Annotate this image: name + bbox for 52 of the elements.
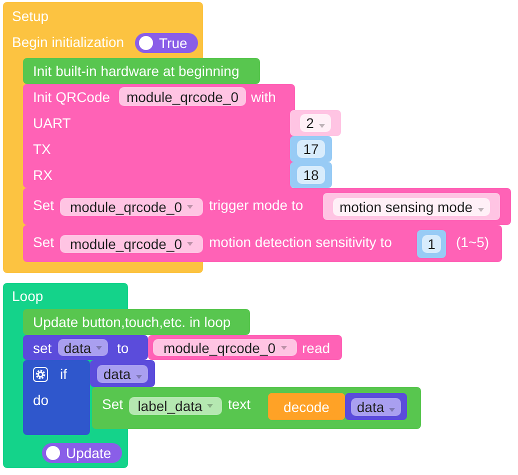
value-block [290, 110, 341, 136]
value-field: 1 [422, 235, 442, 253]
block-label: do [33, 392, 49, 408]
if-block [23, 360, 90, 435]
dropdown-field: module_qrcode_0 [60, 235, 203, 253]
value-block [417, 230, 446, 258]
variable-block [90, 360, 155, 387]
block-label: trigger mode to [209, 197, 304, 213]
dropdown-field: module_qrcode_0 [153, 339, 297, 356]
block-label: set [33, 340, 52, 356]
block-label: to [117, 340, 129, 356]
block-label: Setup [12, 8, 49, 24]
value-block [290, 136, 332, 162]
block-label: Init QRCode [33, 89, 110, 105]
block-label: with [251, 89, 276, 105]
value-block [290, 162, 332, 188]
block-label: Loop [12, 288, 44, 304]
statement-block [23, 58, 260, 84]
variable-block [345, 393, 407, 420]
block-label: TX [33, 141, 51, 157]
toggle-switch: Update [42, 443, 122, 463]
statement-block [92, 387, 421, 429]
value-block [268, 393, 345, 420]
value-block [148, 335, 342, 360]
dropdown-field: module_qrcode_0 [60, 198, 203, 216]
dropdown-field: data [58, 339, 108, 356]
block-label: Update button,touch,etc. in loop [33, 314, 231, 330]
block-label: (1~5) [456, 234, 490, 250]
block-label: UART [33, 115, 71, 131]
block-label: read [302, 340, 330, 356]
block-label: text [228, 396, 251, 412]
block-label: RX [33, 167, 52, 183]
statement-block [23, 335, 148, 360]
value-field: data [97, 364, 148, 382]
block-label: Begin initialization [12, 34, 124, 50]
dropdown-field: label_data [129, 397, 222, 415]
block-label: Set [102, 396, 124, 412]
statement-block [23, 84, 295, 188]
text-field: module_qrcode_0 [119, 87, 246, 106]
block-label: Set [33, 234, 54, 250]
value-field: 18 [297, 166, 325, 184]
statement-block [23, 309, 250, 335]
block-label: Init built-in hardware at beginning [33, 63, 240, 79]
block-label: Set [33, 197, 54, 213]
value-field: motion sensing mode [333, 198, 490, 216]
value-field: 17 [297, 140, 325, 158]
value-block [323, 193, 500, 220]
block-label: if [60, 366, 67, 382]
toggle-switch: True [135, 33, 198, 53]
block-label: motion detection sensitivity to [209, 234, 392, 250]
value-field: data [350, 398, 402, 416]
value-field: 2 [300, 114, 331, 132]
